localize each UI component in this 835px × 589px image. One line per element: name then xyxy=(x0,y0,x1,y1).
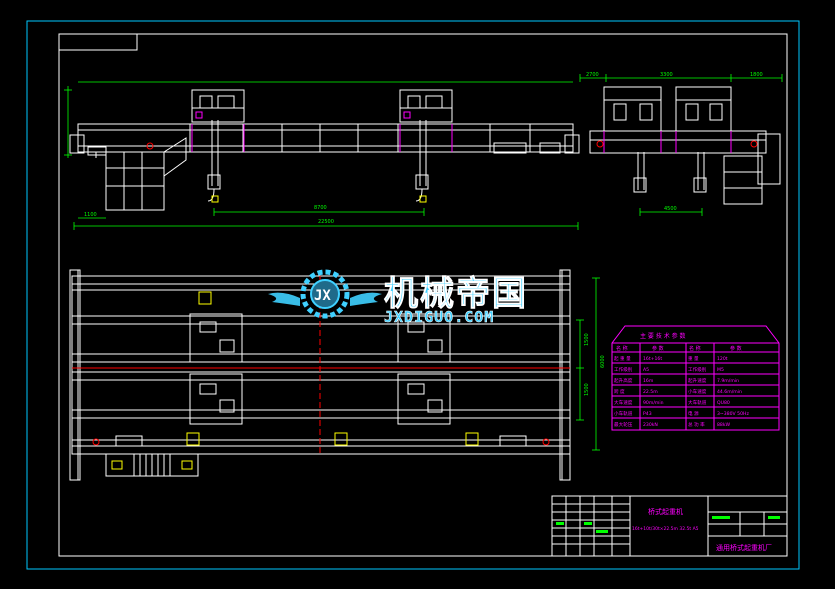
spec-cell: 88kW xyxy=(717,422,731,428)
spec-cell: QU80 xyxy=(717,400,730,406)
dim-side-top-left: 2700 xyxy=(586,72,599,78)
wing-right-icon xyxy=(350,292,382,306)
sheet-inner-frame xyxy=(58,33,788,557)
dim-plan-right-upper: 1500 xyxy=(584,333,590,346)
sheet-outer-border xyxy=(26,20,800,570)
company-name: 通用桥式起重机厂 xyxy=(716,543,772,552)
side-elevation-dimensions xyxy=(579,74,783,216)
spec-cell: 电 源 xyxy=(688,410,699,417)
spec-col-name-1: 名 称 xyxy=(616,345,628,352)
dim-front-span: 22500 xyxy=(318,219,334,225)
spec-cell: 起升高度 xyxy=(614,377,633,384)
spec-table-header: 主 要 技 术 参 数 xyxy=(640,332,686,340)
spec-cell: 16m xyxy=(643,378,654,384)
drawing-number-box xyxy=(58,33,138,51)
front-elevation-view xyxy=(69,89,580,211)
dim-side-top-right: 1800 xyxy=(750,72,763,78)
spec-cell: 起 重 量 xyxy=(614,355,631,362)
spec-cell: 3~380V 50Hz xyxy=(717,411,749,417)
dim-side-top-mid: 3300 xyxy=(660,72,673,78)
spec-cell: 22.5m xyxy=(643,389,658,395)
spec-cell: 工作级别 xyxy=(614,366,633,373)
spec-col-value-1: 参 数 xyxy=(652,345,664,352)
drawing-title: 桥式起重机 xyxy=(648,507,683,516)
spec-cell: 大车速度 xyxy=(614,399,633,406)
front-elevation-accents xyxy=(146,111,453,203)
spec-cell: 重 量 xyxy=(688,355,699,362)
spec-cell: 跨 度 xyxy=(614,388,625,395)
spec-cell: 小车速度 xyxy=(688,388,707,395)
dim-front-left: 1100 xyxy=(84,212,97,218)
plan-view-dimensions xyxy=(576,277,600,451)
spec-cell: 90m/min xyxy=(643,400,664,406)
watermark-chinese: 机械帝国 xyxy=(384,274,528,314)
spec-cell: 44.6m/min xyxy=(717,389,742,395)
spec-cell: P43 xyxy=(643,411,652,417)
spec-cell: 120t xyxy=(717,356,728,362)
spec-cell: 起升速度 xyxy=(688,377,707,384)
dim-plan-right-total: 6000 xyxy=(600,355,606,368)
title-block-green-marks xyxy=(556,516,780,533)
spec-cell: 16t+16t xyxy=(643,356,662,362)
spec-cell: 工作级别 xyxy=(688,366,707,373)
spec-cell: 最大轮压 xyxy=(614,421,633,428)
spec-table xyxy=(611,325,780,431)
plan-view xyxy=(69,269,571,481)
spec-cell: 7.9m/min xyxy=(717,378,739,384)
spec-col-name-2: 名 称 xyxy=(689,345,701,352)
dim-side-bottom: 4500 xyxy=(664,206,677,212)
watermark-url: JXDIGUO.COM xyxy=(384,308,494,326)
spec-table-body: 起 重 量 16t+16t 重 量 120t 工作级别 A5 工作级别 M5 起… xyxy=(614,355,749,428)
spec-cell: M5 xyxy=(717,367,724,373)
watermark-logo: JX xyxy=(268,269,382,319)
front-elevation-dimensions xyxy=(64,81,579,230)
gear-icon xyxy=(300,269,350,319)
logo-letters: JX xyxy=(314,288,331,304)
dim-front-inner: 8700 xyxy=(314,205,327,211)
title-block xyxy=(551,495,788,557)
spec-cell: 小车轨道 xyxy=(614,410,633,417)
drawing-model-line: 16t+10t/30t×22.5m 32.5t A5 xyxy=(632,526,699,532)
spec-cell: A5 xyxy=(643,367,649,373)
spec-cell: 总 功 率 xyxy=(688,421,705,428)
spec-table-column-headers: 名 称 参 数 名 称 参 数 xyxy=(616,345,742,352)
wing-left-icon xyxy=(268,292,300,306)
dim-plan-right-lower: 1500 xyxy=(584,383,590,396)
spec-cell: 大车轨道 xyxy=(688,399,707,406)
side-elevation-accents xyxy=(596,131,758,153)
spec-col-value-2: 参 数 xyxy=(730,345,742,352)
side-elevation-view xyxy=(589,86,781,205)
spec-cell: 230kN xyxy=(643,422,658,428)
